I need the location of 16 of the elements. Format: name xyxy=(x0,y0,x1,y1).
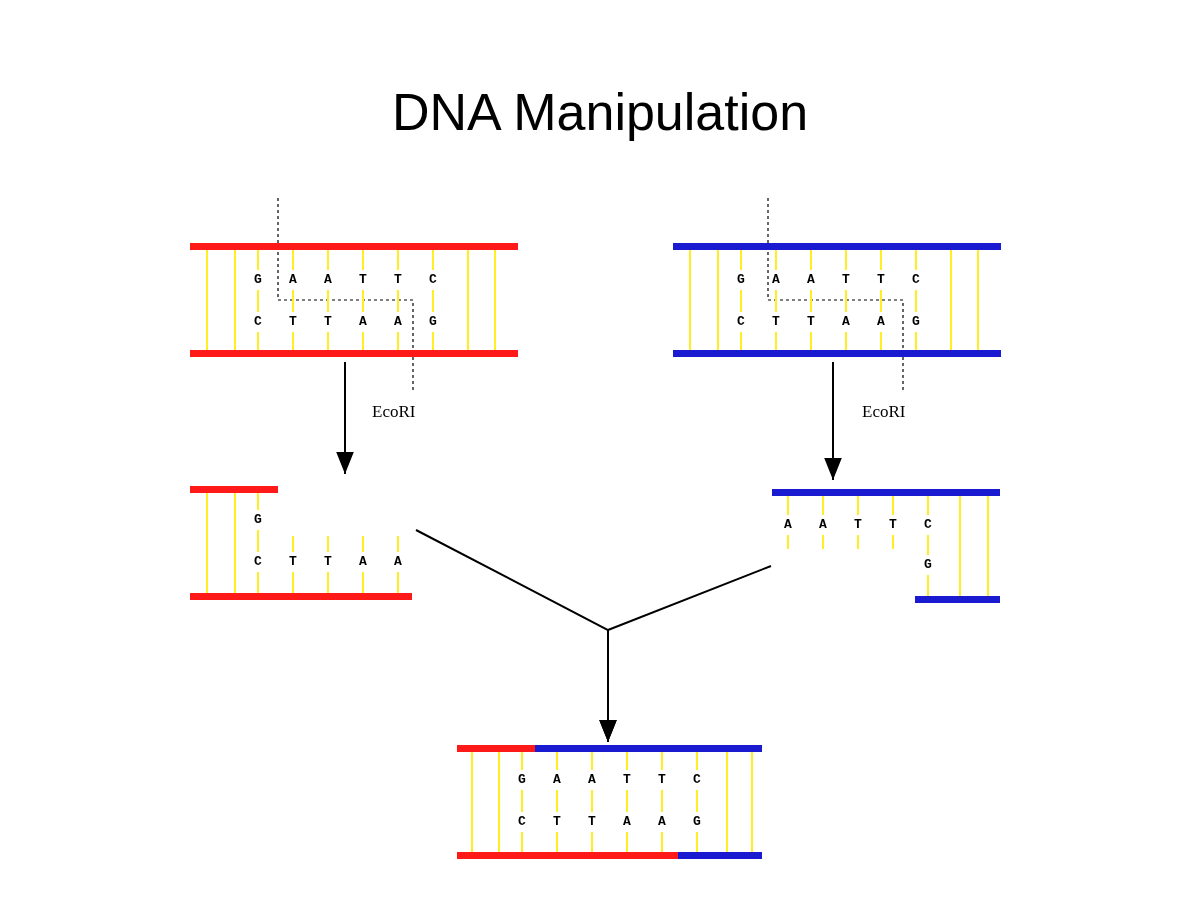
base-sequence: G xyxy=(254,513,262,527)
enzyme-label: EcoRI xyxy=(372,402,416,422)
base-sequence: C T T A A xyxy=(254,555,402,569)
enzyme-label: EcoRI xyxy=(862,402,906,422)
base-sequence: G A A T T C xyxy=(518,773,701,787)
base-sequence: C T T A A G xyxy=(254,315,437,329)
base-sequence: G A A T T C xyxy=(254,273,437,287)
arrow xyxy=(599,565,772,743)
base-sequence: G xyxy=(924,558,932,572)
arrow xyxy=(824,361,842,481)
base-sequence: C T T A A G xyxy=(737,315,920,329)
base-sequence: G A A T T C xyxy=(737,273,920,287)
title: DNA Manipulation xyxy=(390,82,810,143)
base-sequence: A A T T C xyxy=(784,518,932,532)
base-sequence: C T T A A G xyxy=(518,815,701,829)
arrow xyxy=(336,361,354,475)
